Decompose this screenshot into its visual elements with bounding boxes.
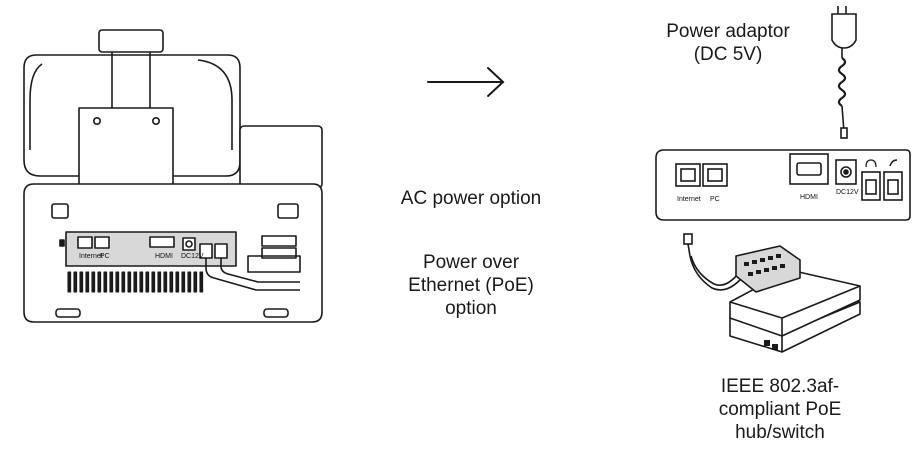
poe-hub-label-line2: compliant PoE bbox=[718, 399, 842, 420]
poe-option-label-line3: option bbox=[445, 298, 497, 319]
hdmi-port-label-small: HDMI bbox=[155, 253, 173, 260]
dc-port-label: DC12V bbox=[836, 189, 859, 196]
poe-switch-icon bbox=[729, 245, 861, 353]
poe-hub-label-line1: IEEE 802.3af- bbox=[720, 376, 840, 397]
power-adaptor-label-line2: (DC 5V) bbox=[693, 44, 763, 65]
phone-back-illustration bbox=[23, 29, 323, 323]
poe-option-label-line1: Power over bbox=[422, 252, 520, 273]
handset-icon bbox=[889, 159, 898, 167]
right-arrow-icon bbox=[427, 67, 505, 97]
poe-hub-label: IEEE 802.3af- compliant PoE hub/switch bbox=[690, 375, 870, 444]
dc-port-label-small: DC12V bbox=[181, 253, 204, 260]
internet-port-label: Internet bbox=[677, 196, 701, 203]
internet-port-label-small: Internet bbox=[79, 253, 103, 260]
phone-port-panel bbox=[655, 149, 911, 221]
poe-hub-label-line3: hub/switch bbox=[735, 422, 825, 443]
power-adaptor-label: Power adaptor (DC 5V) bbox=[640, 20, 816, 66]
hdmi-port-label: HDMI bbox=[800, 194, 818, 201]
pc-port-label-small: PC bbox=[100, 253, 110, 260]
ac-power-option-label: AC power option bbox=[400, 188, 542, 209]
ethernet-cable bbox=[683, 233, 749, 291]
power-adaptor-icon bbox=[831, 6, 857, 139]
poe-option-label: Power over Ethernet (PoE) option bbox=[378, 251, 564, 320]
poe-option-label-line2: Ethernet (PoE) bbox=[408, 275, 534, 296]
headset-icon bbox=[865, 159, 877, 168]
pc-port-label: PC bbox=[710, 196, 720, 203]
power-adaptor-label-line1: Power adaptor bbox=[666, 21, 790, 42]
